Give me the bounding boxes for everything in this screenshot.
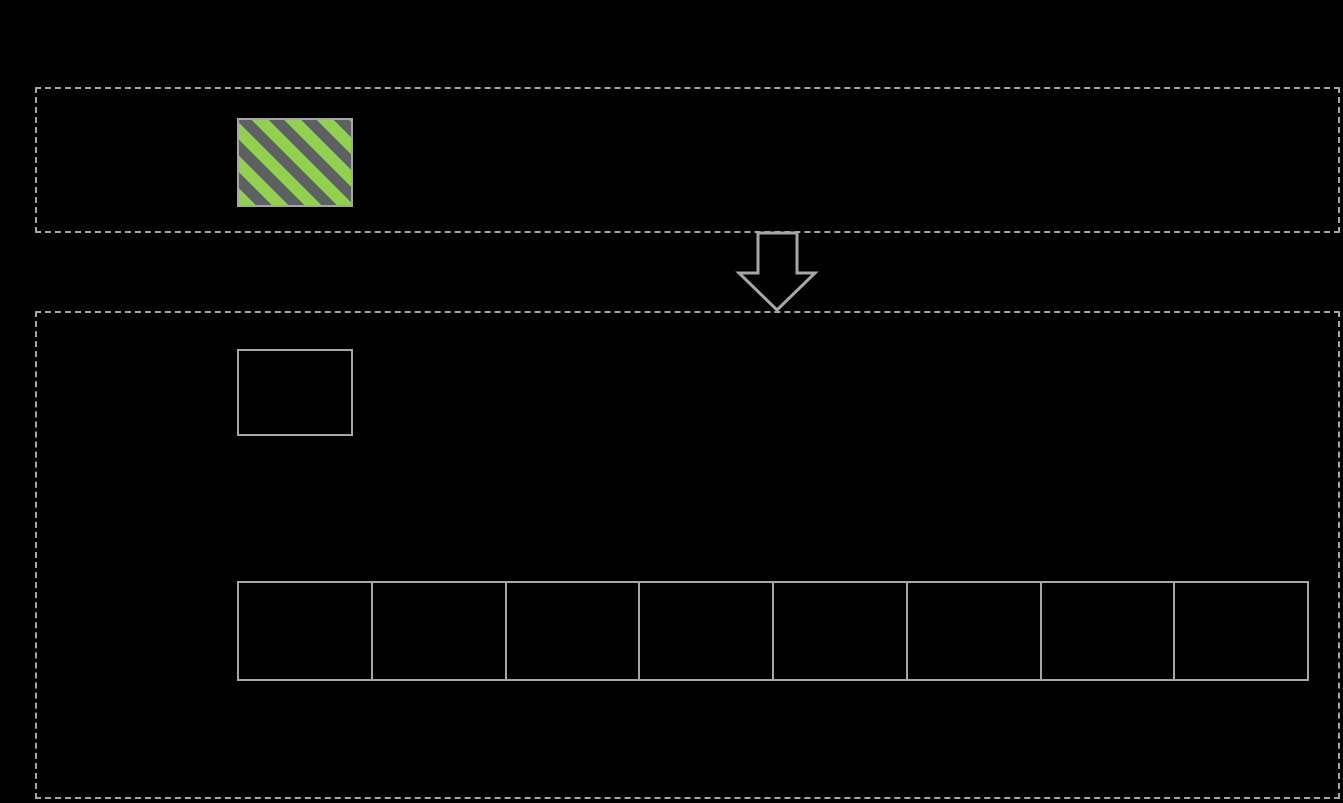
- cell-3: [638, 583, 772, 679]
- down-arrow-icon: [735, 231, 819, 313]
- empty-box: [237, 349, 353, 436]
- cell-4: [772, 583, 906, 679]
- cell-row: [237, 581, 1309, 681]
- cell-1: [370, 583, 505, 679]
- cell-7: [1173, 583, 1307, 679]
- striped-swatch: [237, 118, 353, 207]
- cell-2: [504, 583, 639, 679]
- cell-0: [239, 583, 371, 679]
- cell-5: [905, 583, 1040, 679]
- bottom-dashed-panel: [35, 311, 1340, 799]
- top-dashed-panel: [35, 87, 1340, 233]
- cell-6: [1039, 583, 1174, 679]
